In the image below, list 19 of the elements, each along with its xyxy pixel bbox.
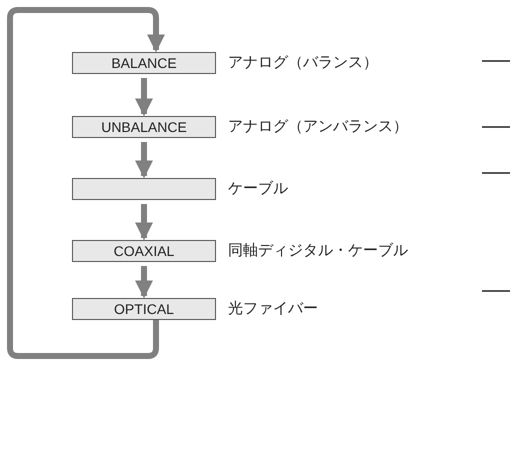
box-label: OPTICAL <box>114 301 174 317</box>
box-label: BALANCE <box>111 55 177 71</box>
process-box <box>72 116 216 138</box>
arrow <box>135 78 153 116</box>
arrow <box>7 7 165 359</box>
connection-caption: 光ファイバー <box>228 299 318 318</box>
arrow <box>135 266 153 298</box>
arrow <box>135 204 153 240</box>
process-box <box>72 240 216 262</box>
arrow <box>135 142 153 178</box>
connection-caption: 同軸ディジタル・ケーブル <box>228 241 408 260</box>
box-label: UNBALANCE <box>101 119 187 135</box>
connection-caption: ケーブル <box>228 179 288 198</box>
connection-caption: アナログ（バランス） <box>228 53 378 72</box>
empty-box <box>72 178 216 200</box>
process-box <box>72 52 216 74</box>
process-box <box>72 298 216 320</box>
connection-caption: アナログ（アンバランス） <box>228 117 408 136</box>
box-label: COAXIAL <box>114 243 174 259</box>
